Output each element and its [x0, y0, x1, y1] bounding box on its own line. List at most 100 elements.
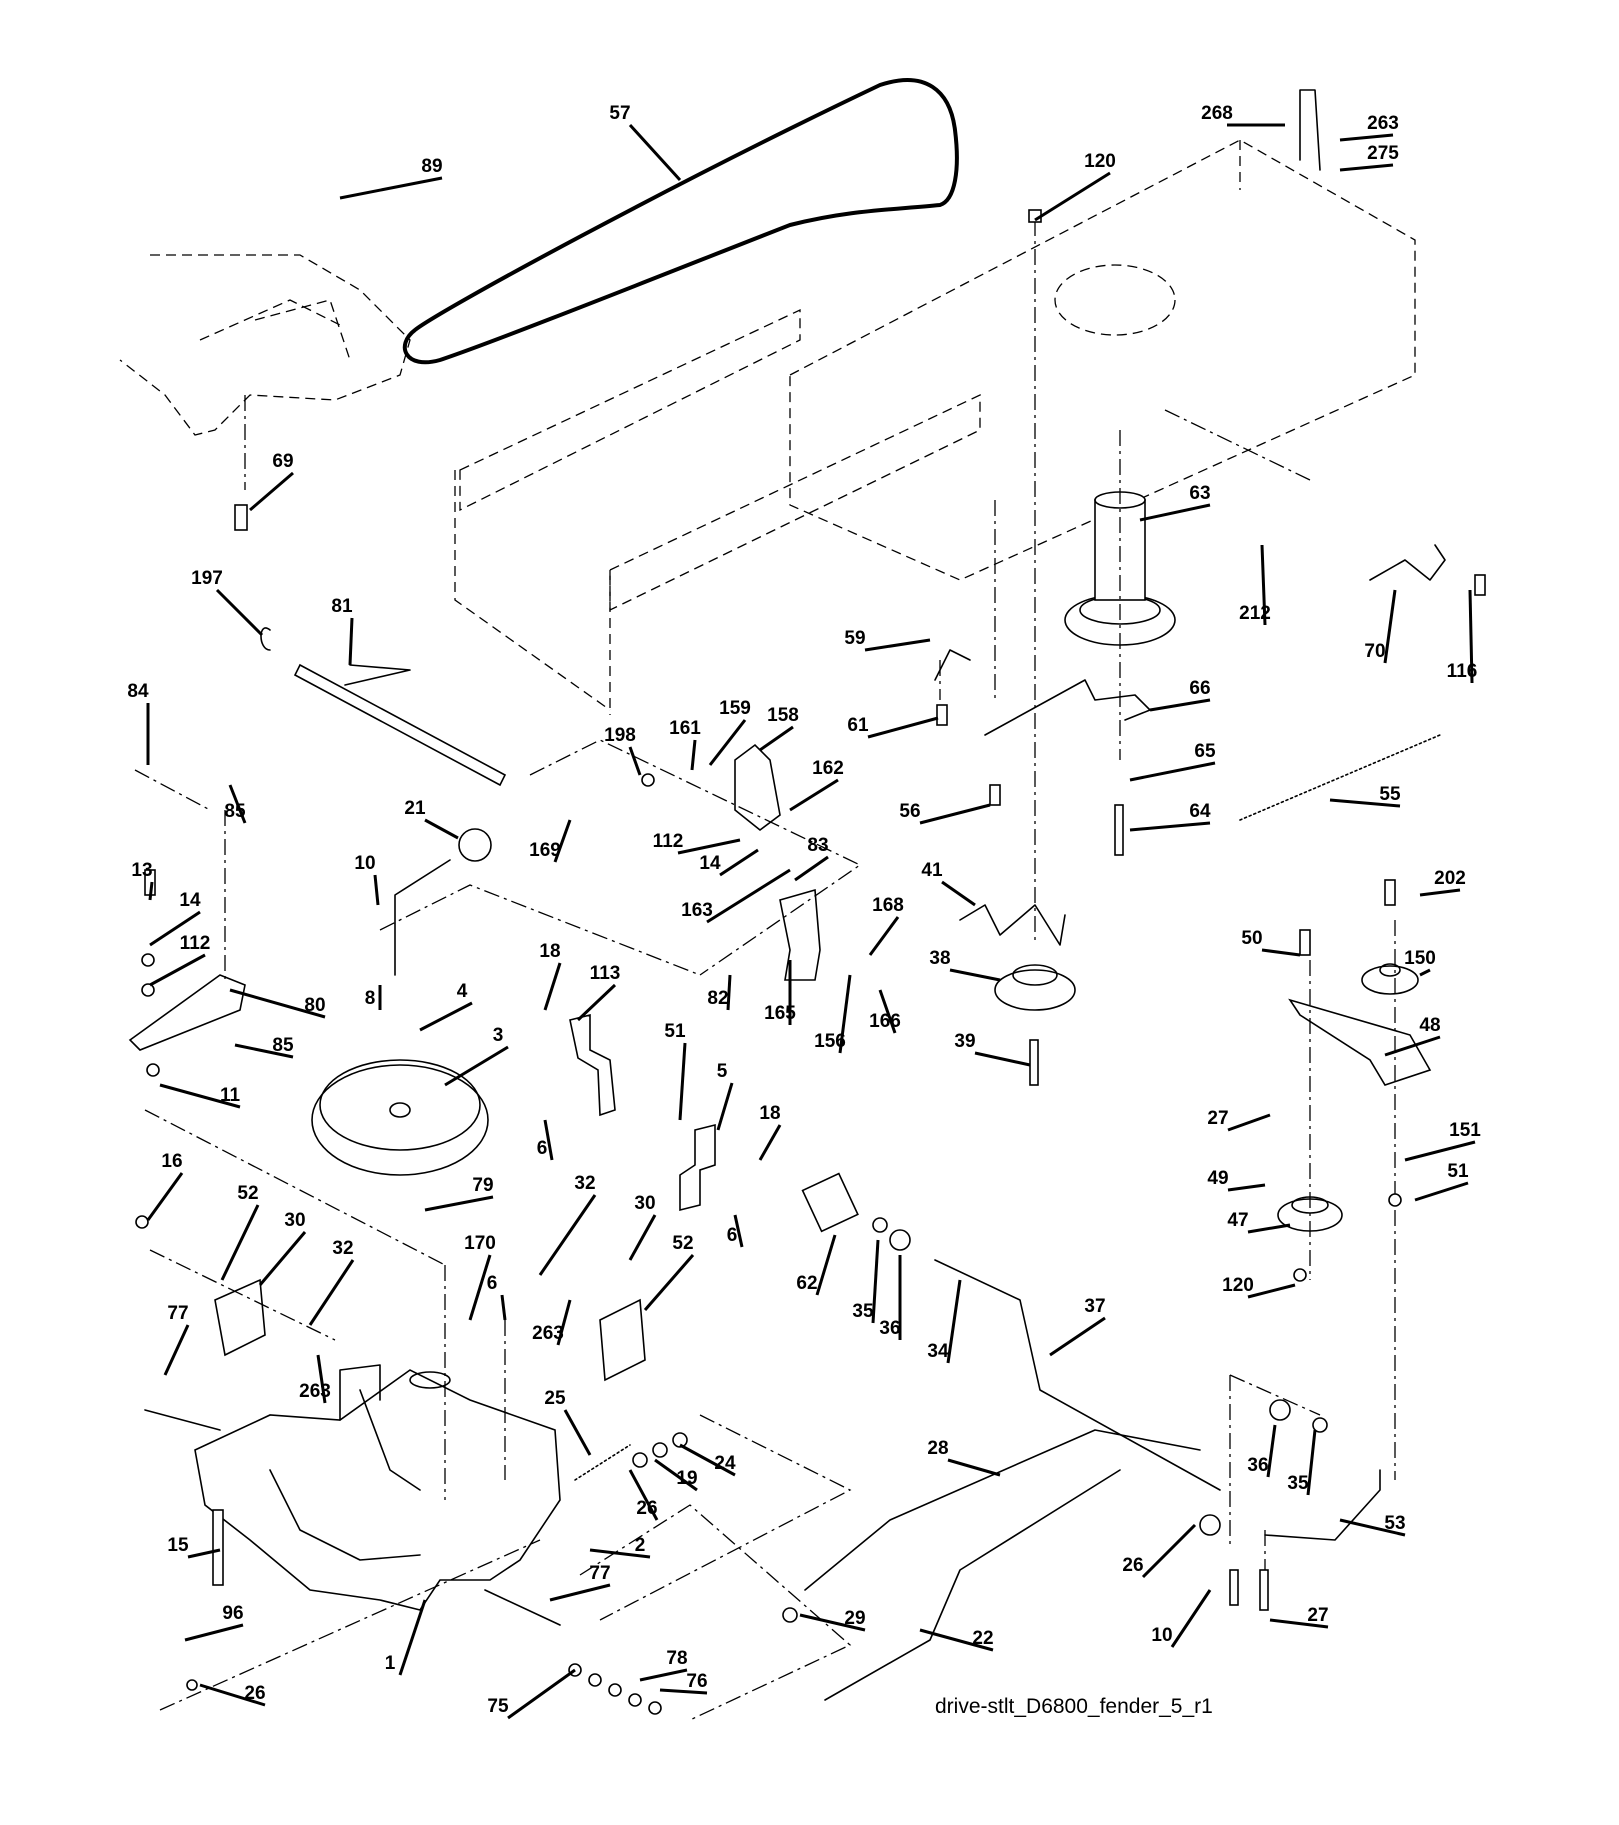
callout-61: 61 [847, 715, 939, 739]
callout-161: 161 [669, 718, 701, 771]
callout-label: 83 [807, 835, 828, 856]
leader-line [719, 848, 759, 877]
bracket-80 [128, 974, 246, 1051]
callout-label: 27 [1207, 1108, 1228, 1129]
callout-label: 64 [1189, 801, 1211, 822]
callout-label: 49 [1207, 1168, 1228, 1189]
callout-18: 18 [539, 941, 562, 1011]
callout-150: 150 [1404, 948, 1436, 977]
leader-line [628, 1469, 659, 1521]
leader-line [1261, 948, 1301, 957]
callout-69: 69 [249, 451, 294, 512]
leader-line [1227, 1113, 1271, 1132]
callout-label: 268 [1201, 103, 1233, 124]
callout-label: 165 [764, 1003, 796, 1024]
callout-label: 116 [1447, 661, 1478, 682]
callout-10: 10 [354, 853, 380, 906]
leader-line [215, 588, 264, 637]
callout-label: 76 [686, 1671, 707, 1692]
callout-15: 15 [167, 1535, 221, 1559]
callout-label: 69 [272, 451, 293, 472]
leader-line [398, 1599, 427, 1676]
callout-35: 35 [1287, 1429, 1317, 1496]
callout-30: 30 [628, 1193, 657, 1261]
callout-81: 81 [331, 596, 354, 666]
fasteners [135, 89, 1486, 1715]
leader-line [643, 1254, 695, 1311]
callout-120: 120 [1034, 151, 1116, 222]
leader-line [159, 1083, 241, 1109]
callout-label: 202 [1434, 868, 1466, 889]
callout-label: 166 [869, 1011, 901, 1032]
callout-label: 15 [167, 1535, 189, 1556]
callout-label: 35 [852, 1301, 874, 1322]
leader-line [868, 916, 900, 956]
callout-label: 159 [719, 698, 751, 719]
callout-label: 1 [385, 1653, 396, 1674]
bracket-113 [569, 1013, 616, 1117]
leader-line [726, 974, 732, 1011]
callout-166: 166 [869, 989, 901, 1034]
callout-label: 32 [332, 1238, 353, 1259]
leader-line [1339, 133, 1394, 142]
leader-line [543, 1119, 554, 1161]
callout-53: 53 [1339, 1513, 1406, 1537]
leader-line [628, 746, 642, 776]
leader-line [974, 1051, 1031, 1067]
leader-line [1139, 503, 1211, 522]
callout-label: 113 [590, 963, 621, 984]
leader-line [258, 1231, 307, 1286]
callout-36: 36 [879, 1255, 902, 1340]
leader-line [1419, 968, 1431, 977]
callout-label: 10 [354, 853, 375, 874]
bracket-30-right [599, 1298, 646, 1382]
callout-label: 18 [539, 941, 560, 962]
callout-label: 170 [464, 1233, 496, 1254]
leader-line [576, 983, 617, 1022]
leader-line [419, 1001, 473, 1032]
callout-112: 112 [653, 831, 741, 855]
callout-1: 1 [385, 1599, 427, 1676]
callout-22: 22 [919, 1628, 994, 1652]
leader-line [838, 974, 852, 1054]
callout-label: 52 [672, 1233, 693, 1254]
callout-label: 120 [1222, 1275, 1254, 1296]
callout-57: 57 [609, 103, 682, 182]
callout-26: 26 [199, 1683, 266, 1707]
callout-label: 63 [1189, 483, 1210, 504]
callout-48: 48 [1384, 1015, 1441, 1057]
leader-line [1404, 1140, 1476, 1162]
callout-label: 11 [220, 1085, 241, 1106]
callout-24: 24 [679, 1443, 736, 1477]
leader-line [706, 868, 791, 924]
callout-25: 25 [544, 1388, 592, 1456]
idler-pulley-38 [994, 964, 1076, 1011]
callout-label: 8 [365, 988, 376, 1009]
callout-26: 26 [1122, 1523, 1197, 1579]
callout-label: 70 [1364, 641, 1385, 662]
leader-line [538, 1194, 597, 1276]
shift-lever-8 [394, 859, 451, 976]
leader-line [1260, 544, 1267, 626]
callout-56: 56 [899, 801, 991, 825]
callout-35: 35 [852, 1239, 880, 1324]
callout-label: 51 [664, 1021, 686, 1042]
callout-263: 263 [532, 1299, 572, 1346]
leader-line [867, 716, 939, 739]
callout-label: 2 [635, 1535, 646, 1556]
leader-line [1129, 761, 1216, 782]
callout-label: 263 [532, 1323, 564, 1344]
callout-37: 37 [1049, 1296, 1106, 1357]
callout-268: 268 [1201, 103, 1285, 127]
callout-77: 77 [549, 1563, 611, 1602]
callout-85: 85 [224, 784, 247, 824]
callout-label: 81 [331, 596, 353, 617]
callout-label: 25 [544, 1388, 566, 1409]
callout-51: 51 [664, 1021, 687, 1121]
callout-label: 59 [844, 628, 865, 649]
callout-label: 263 [1367, 113, 1399, 134]
leader-line [1269, 1618, 1329, 1629]
callout-label: 36 [1247, 1455, 1268, 1476]
callout-41: 41 [921, 860, 976, 907]
